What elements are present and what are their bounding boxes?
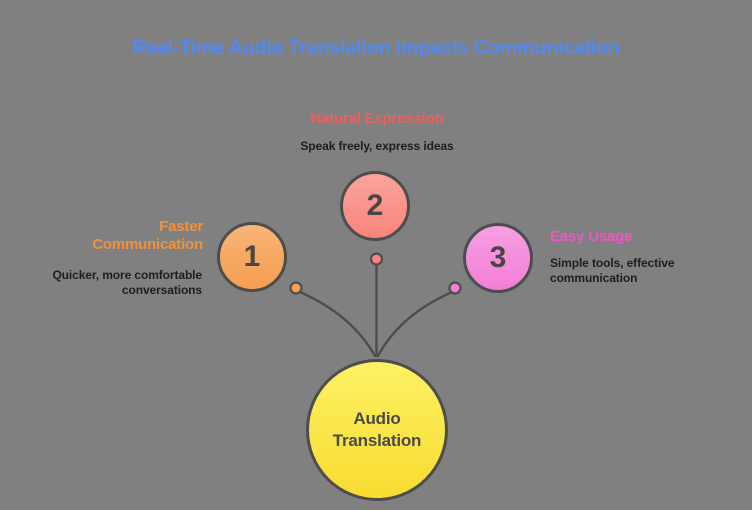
step-number-2: 2 (366, 189, 384, 222)
node-3-title: Easy Usage (550, 228, 633, 245)
node-1-title: Faster Communication (92, 218, 203, 253)
connector-dot-2 (369, 252, 384, 266)
connector-dot-3 (448, 281, 462, 295)
step-number-1: 1 (243, 240, 261, 273)
center-node-label: Audio Translation (332, 409, 422, 450)
node-3-description: Simple tools, effective communication (550, 256, 675, 285)
node-2-title: Natural Expression (310, 110, 444, 127)
center-node: Audio Translation (306, 359, 448, 501)
connector-line-left (298, 290, 377, 358)
diagram-title: Real-Time Audio Translation Impacts Comm… (132, 37, 620, 59)
step-circle-2: 2 (340, 171, 410, 241)
node-1-description: Quicker, more comfortable conversations (52, 268, 202, 297)
step-number-3: 3 (489, 241, 507, 274)
step-circle-1: 1 (217, 222, 287, 292)
node-2-description: Speak freely, express ideas (300, 139, 454, 153)
step-circle-3: 3 (463, 223, 533, 293)
connector-line-right (376, 290, 454, 358)
connector-dot-1 (289, 281, 303, 295)
